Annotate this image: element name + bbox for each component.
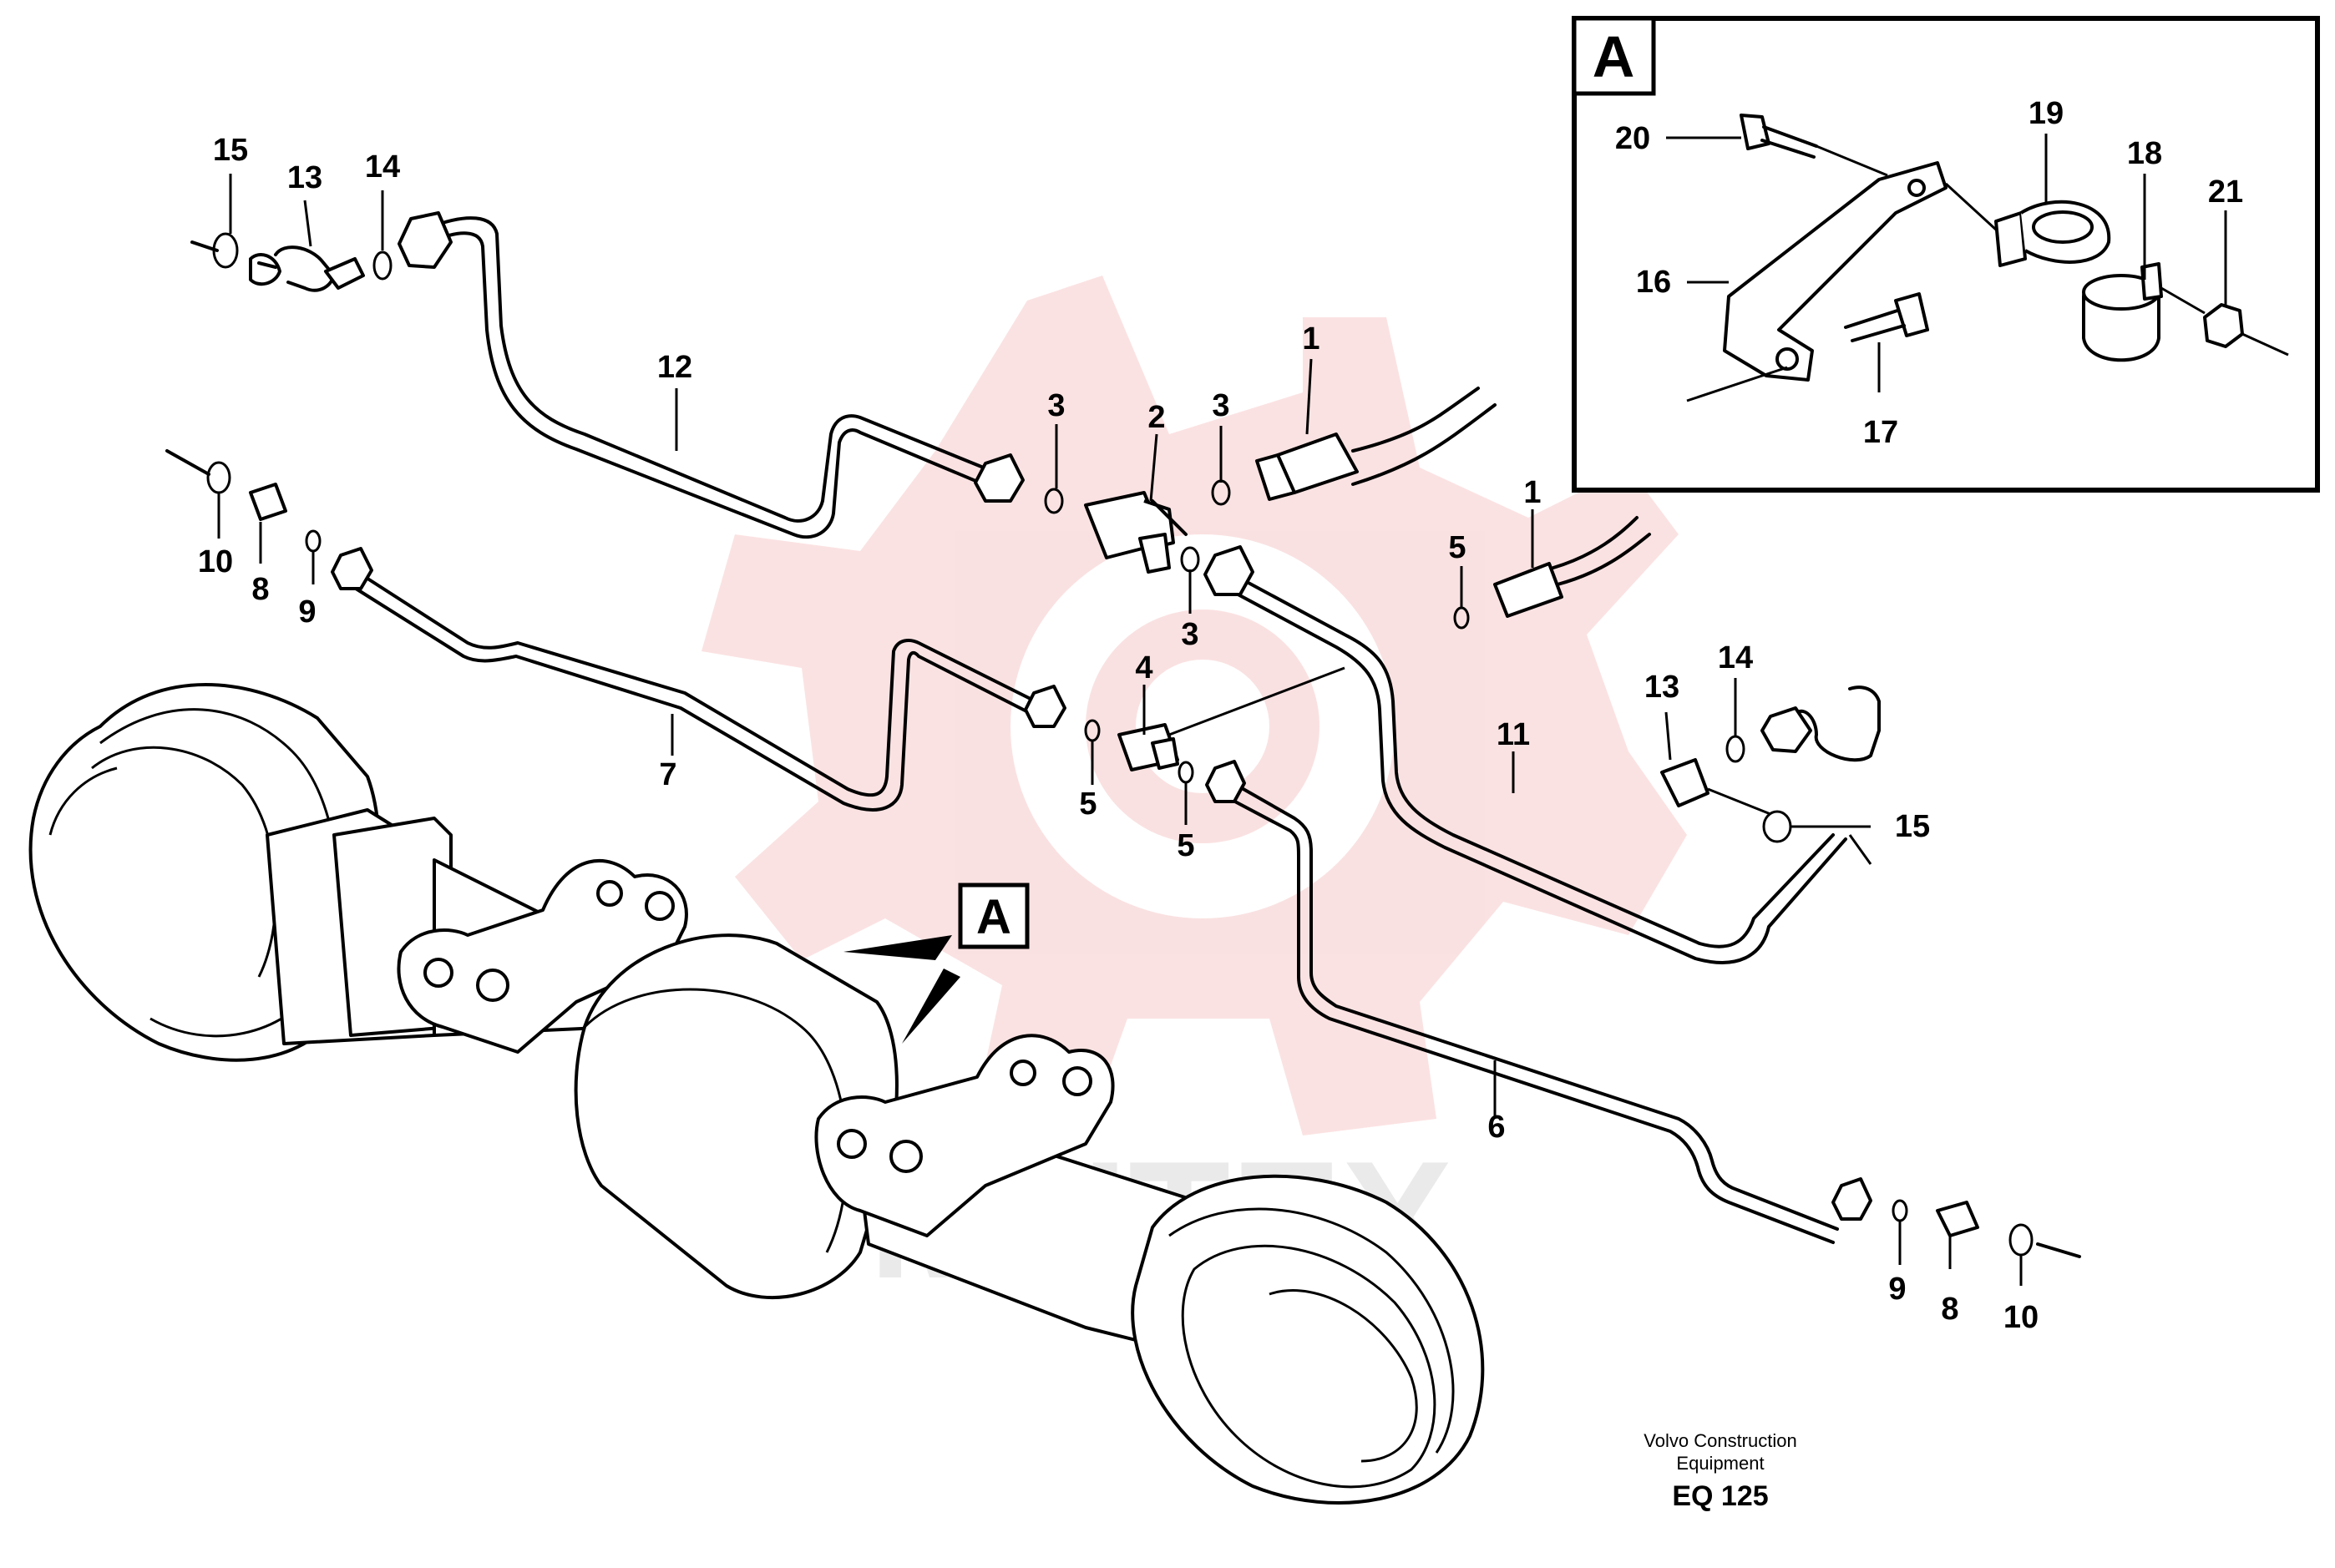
part-number: 20 xyxy=(1615,121,1650,156)
footer-line1: Volvo Construction xyxy=(1644,1430,1796,1451)
part-number: 14 xyxy=(365,149,400,185)
leader-lines xyxy=(217,134,2227,1286)
part-number: 3 xyxy=(1047,388,1065,423)
callout-label: A xyxy=(976,890,1011,944)
bracket-16 xyxy=(1723,161,1948,382)
part-number: 19 xyxy=(2029,96,2064,131)
part-numbers: 15 13 14 12 1 3 2 3 3 1 5 10 8 9 4 5 5 7… xyxy=(198,96,2243,1335)
part-number: 15 xyxy=(1895,809,1930,844)
part-number: 12 xyxy=(657,350,692,385)
tee-fitting-4 xyxy=(1117,723,1179,771)
footer-code: EQ 125 xyxy=(1672,1480,1768,1512)
part-number: 2 xyxy=(1147,400,1165,435)
pipe-12 xyxy=(428,216,995,539)
part-number: 4 xyxy=(1135,650,1152,685)
part-number: 8 xyxy=(251,572,269,607)
part-number: 5 xyxy=(1177,828,1194,863)
pipe-right-fitting xyxy=(1660,685,1881,865)
part-number: 14 xyxy=(1718,640,1753,675)
part-number: 3 xyxy=(1212,388,1229,423)
part-number: 17 xyxy=(1863,415,1898,450)
callout-a: A xyxy=(843,883,1030,1044)
hose-1-lower xyxy=(1493,516,1651,618)
part-number: 21 xyxy=(2208,175,2243,210)
part-number: 5 xyxy=(1079,787,1097,822)
part-number: 13 xyxy=(287,160,322,195)
pipe-6 xyxy=(1230,783,1839,1244)
part-number: 5 xyxy=(1448,530,1466,565)
part-number: 9 xyxy=(298,594,316,630)
axle-assembly xyxy=(28,683,1485,1505)
part-number: 11 xyxy=(1497,717,1530,752)
part-number: 9 xyxy=(1888,1272,1906,1307)
part-number: 7 xyxy=(659,757,676,792)
tee-fitting-2 xyxy=(1084,491,1175,574)
part-number: 18 xyxy=(2127,136,2162,171)
part-number: 8 xyxy=(1941,1292,1958,1327)
part-number: 15 xyxy=(213,133,248,168)
pipe-7 xyxy=(345,566,1046,812)
footer-line2: Equipment xyxy=(1676,1453,1764,1474)
pipe-left-top-fitting xyxy=(190,211,453,292)
part-number: 6 xyxy=(1487,1110,1505,1145)
footer-caption: Volvo Construction Equipment EQ 125 xyxy=(1644,1430,1796,1512)
part-number: 16 xyxy=(1636,265,1671,300)
part-number: 10 xyxy=(198,544,233,579)
inset-label: A xyxy=(1593,24,1635,89)
part-number: 13 xyxy=(1644,670,1679,705)
hose-1-upper xyxy=(1255,387,1497,501)
inset-detail-a: A xyxy=(1572,16,2320,493)
part-number: 1 xyxy=(1302,321,1319,357)
part-number: 3 xyxy=(1181,617,1198,652)
fittings-washers xyxy=(165,449,2081,1258)
part-number: 10 xyxy=(2003,1300,2039,1335)
pipe-11 xyxy=(1230,574,1847,964)
part-number: 1 xyxy=(1523,475,1541,510)
